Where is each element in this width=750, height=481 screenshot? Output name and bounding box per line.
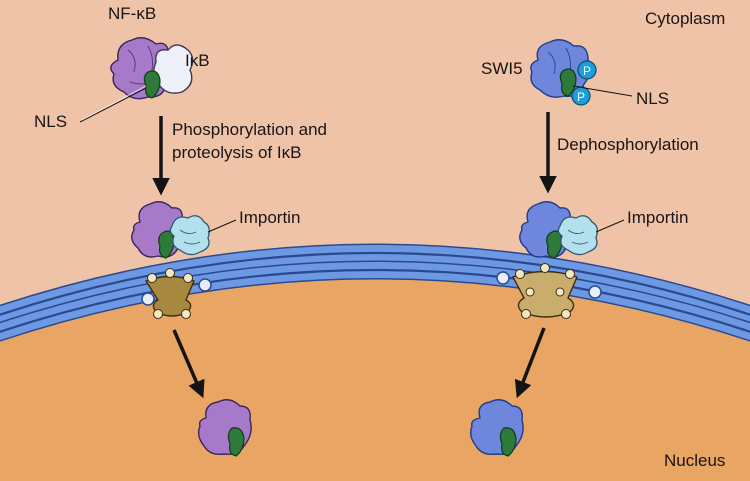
step-right: Dephosphorylation [557,135,699,154]
ikb-label: IκB [185,51,210,70]
importin-label-right: Importin [627,208,688,227]
importin-right [557,215,598,256]
nls-leader-left [79,87,147,123]
arrow-left-step2 [172,329,205,399]
nucleus-label: Nucleus [664,451,725,470]
nf-kb-importin-complex [131,201,210,259]
nls-leader-right [572,85,633,97]
step-left-line1: Phosphorylation and [172,120,327,139]
importin-label-left: Importin [239,208,300,227]
nls-signal-nuclear-right [499,427,517,457]
arrow-right-step2 [514,327,546,399]
nucleus-region [0,270,750,481]
nls-signal-right [559,68,577,97]
nls-label-left: NLS [34,112,67,131]
nls-signal-nuclear-left [227,427,245,457]
swi5-importin-complex [519,201,598,259]
swi5-phospho-complex: P P [530,39,597,106]
phosphate-1-label: P [583,64,591,78]
nuclear-envelope [0,243,750,342]
swi5-in-nucleus [469,399,524,457]
phosphate-2-label: P [577,90,585,104]
nuclear-pore-left [144,268,195,319]
nf-kb-ikb-complex [110,37,194,100]
importin-left [169,215,210,256]
nf-kb-in-nucleus [197,399,252,457]
nuclear-pore-right [512,263,578,319]
cytoplasm-label: Cytoplasm [645,9,725,28]
importin-leader-left [207,219,237,233]
nls-leader-left-white [81,85,147,121]
phosphate-1: P [577,60,597,80]
importin-leader-right [595,219,625,233]
step-left-line2: proteolysis of IκB [172,143,301,162]
nls-label-right: NLS [636,89,669,108]
swi5-label: SWI5 [481,59,523,78]
phosphate-2: P [571,86,591,106]
nf-kb-label: NF-κB [108,4,156,23]
nls-signal-left [143,70,161,99]
